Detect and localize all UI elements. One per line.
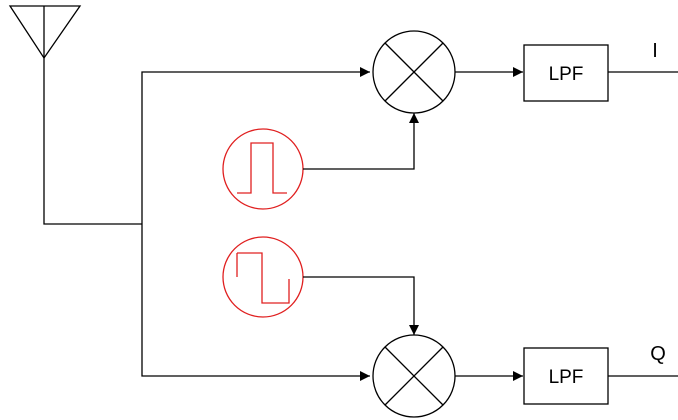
- oscillator-wire-top: [303, 113, 419, 170]
- antenna-feed-wire: [43, 58, 142, 225]
- mixer-bottom: [372, 334, 456, 418]
- mixer-top: [372, 30, 456, 114]
- output-q-label: Q: [650, 343, 666, 365]
- splitter-wire-top: [141, 67, 370, 224]
- oscillator-wire-bottom: [303, 276, 419, 335]
- pulse-waveform-icon: [237, 142, 287, 194]
- lpf-box-top: LPF: [523, 44, 609, 102]
- splitter-wire-bottom: [141, 224, 370, 381]
- lpf-box-bottom: LPF: [523, 347, 609, 405]
- oscillator-square: [222, 236, 304, 318]
- square-waveform-icon: [236, 252, 290, 304]
- output-i-label: I: [652, 40, 658, 62]
- lpf-bottom-label: LPF: [549, 367, 584, 388]
- lpf-top-label: LPF: [549, 64, 584, 85]
- antenna-icon: [8, 5, 82, 60]
- oscillator-pulse: [222, 128, 304, 210]
